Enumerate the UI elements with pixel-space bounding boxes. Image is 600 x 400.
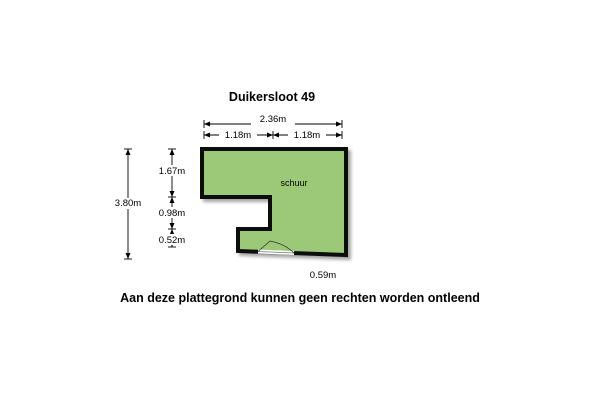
disclaimer: Aan deze plattegrond kunnen geen rechten… (120, 291, 480, 305)
door (257, 240, 295, 255)
dim-left-seg2: 0.98m (159, 208, 185, 219)
dim-left-seg1: 1.67m (159, 166, 185, 177)
door-swing (257, 240, 295, 254)
dim-door-width: 0.59m (310, 270, 336, 281)
dim-left-seg3: 0.52m (159, 235, 185, 246)
door-threshold (257, 251, 295, 254)
dim-top-left: 1.18m (225, 130, 251, 141)
plan-title: Duikersloot 49 (229, 90, 315, 104)
room-label-schuur: schuur (280, 178, 307, 188)
top-dimension-arrows (204, 121, 342, 138)
dim-left-total: 3.80m (115, 198, 141, 209)
dim-top-total: 2.36m (260, 114, 286, 125)
left-total-arrows (125, 149, 131, 259)
room-schuur (200, 147, 348, 258)
dim-top-right: 1.18m (294, 130, 320, 141)
